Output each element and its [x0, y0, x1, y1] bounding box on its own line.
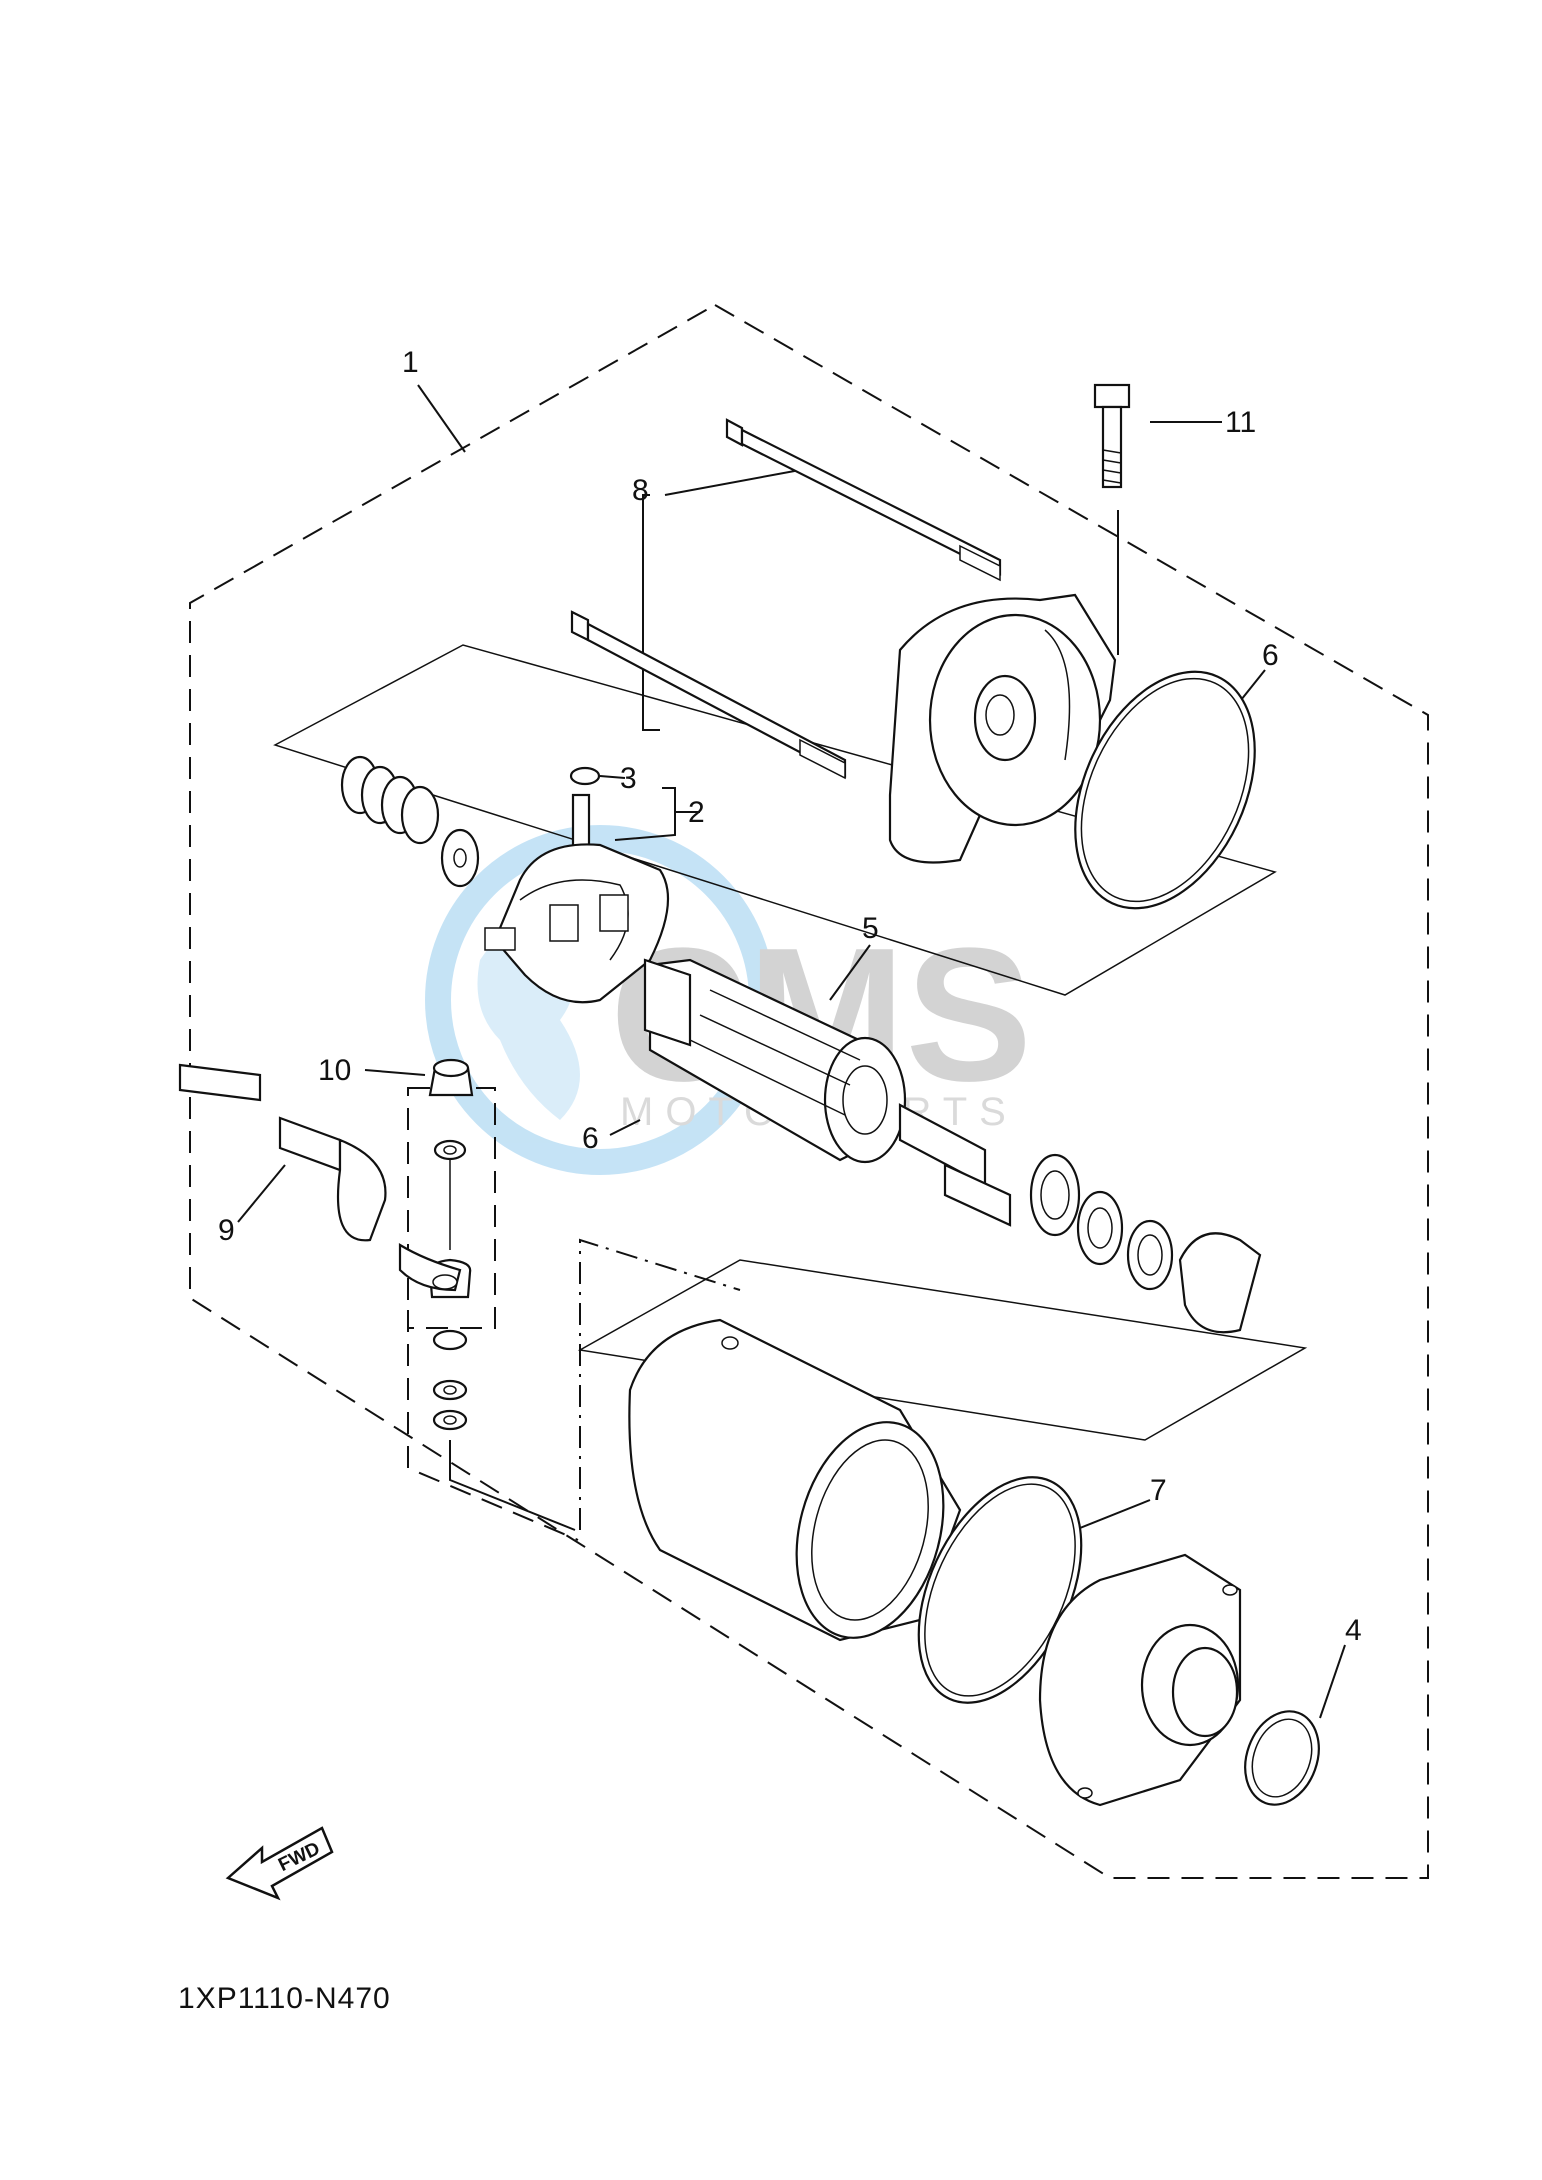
- terminal-hardware: [428, 1058, 474, 1431]
- o-ring-6-upper: [1074, 670, 1256, 910]
- lower-group-frame: [577, 1259, 1308, 1441]
- yoke-housing: [628, 1318, 962, 1642]
- o-ring-3: [569, 766, 601, 786]
- callout-3: 3: [620, 762, 637, 795]
- brush-holder-2: [484, 793, 670, 1004]
- callout-4: 4: [1345, 1614, 1362, 1647]
- callout-5: 5: [862, 912, 879, 945]
- callout-11: 11: [1225, 406, 1256, 439]
- through-bolt-lower: [570, 610, 847, 780]
- callout-2: 2: [688, 796, 705, 829]
- callout-9: 9: [218, 1214, 235, 1247]
- through-bolt-upper: [725, 418, 1002, 582]
- brush-spring: [340, 755, 440, 845]
- callout-8: 8: [632, 474, 649, 507]
- callout-1: 1: [402, 346, 419, 379]
- bolt-11: [1093, 383, 1131, 489]
- callout-6-middle: 6: [582, 1122, 599, 1155]
- leader-lines: [237, 384, 1346, 1719]
- o-ring-4: [1244, 1710, 1320, 1806]
- callout-10: 10: [318, 1054, 351, 1087]
- brush-group-frame: [273, 644, 1277, 996]
- lock-plate: [1178, 1232, 1262, 1334]
- terminal-group-frame: [407, 1087, 496, 1329]
- armature-5: [643, 958, 1012, 1227]
- assembly-boundary: [189, 303, 1429, 1879]
- rear-cover: [1038, 1553, 1242, 1807]
- terminal-group-frame-2: [407, 1310, 579, 1541]
- ground-dashdot: [579, 1238, 741, 1530]
- callout-7: 7: [1150, 1474, 1167, 1507]
- lead-wire-9: [178, 1063, 462, 1292]
- callout-6-upper: 6: [1262, 639, 1279, 672]
- fwd-arrow-icon: FWD: [225, 1826, 334, 1901]
- front-cover: [888, 593, 1117, 864]
- drawing-code: 1XP1110-N470: [178, 1982, 391, 2015]
- o-ring-6-upper-inner: [1080, 677, 1250, 903]
